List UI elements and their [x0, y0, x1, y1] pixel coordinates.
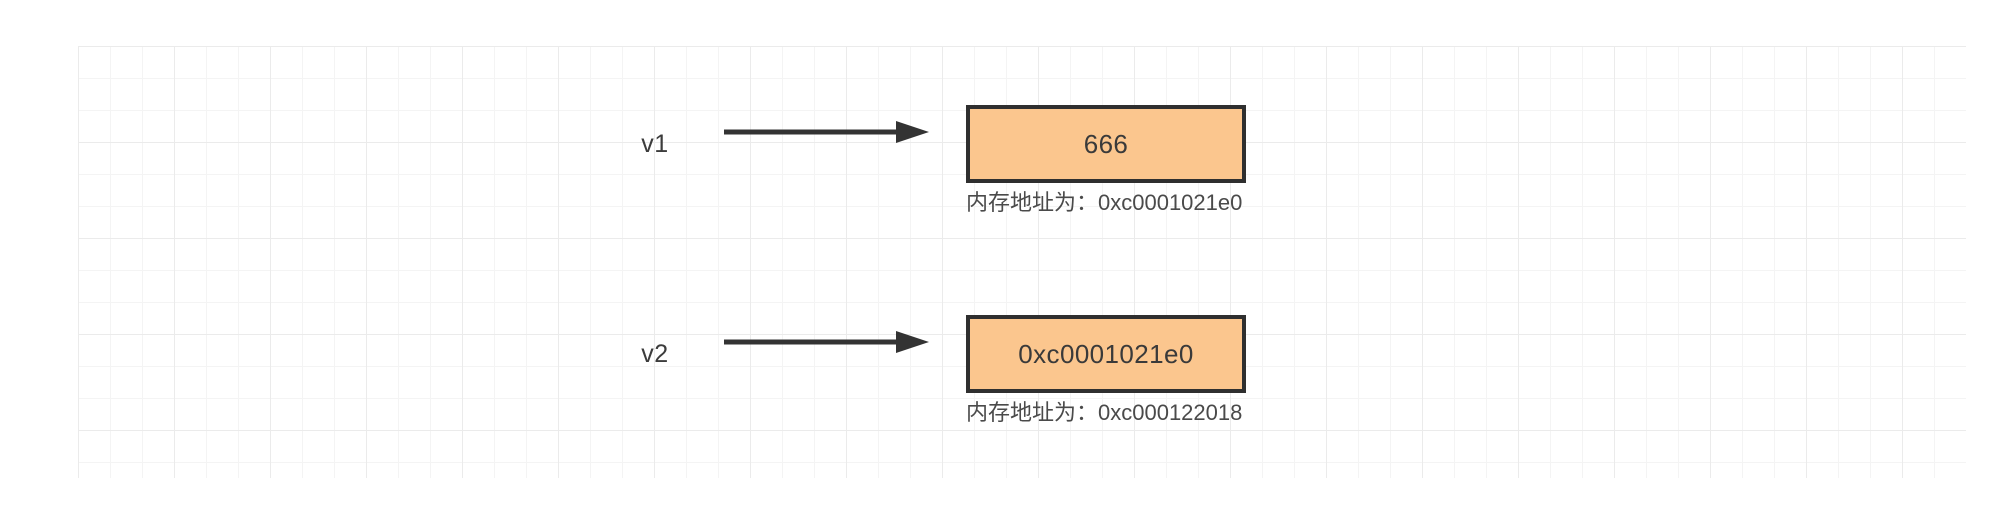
variable-label-v2: v2 — [641, 340, 669, 368]
variable-label-v1: v1 — [641, 130, 669, 158]
diagram-row-v2: v2 0xc0001021e0 内存地址为：0xc000122018 — [0, 290, 1990, 450]
address-caption-v2: 内存地址为：0xc000122018 — [966, 400, 1243, 425]
value-box-v1-text: 666 — [1083, 128, 1129, 159]
value-box-v1: 666 — [966, 105, 1246, 183]
address-caption-v1: 内存地址为：0xc0001021e0 — [966, 190, 1243, 215]
right-arrow-icon — [724, 328, 929, 356]
value-box-v2-text: 0xc0001021e0 — [1018, 338, 1194, 369]
right-arrow-icon — [724, 118, 929, 146]
value-box-v2: 0xc0001021e0 — [966, 315, 1246, 393]
diagram-row-v1: v1 666 内存地址为：0xc0001021e0 — [0, 80, 1990, 240]
